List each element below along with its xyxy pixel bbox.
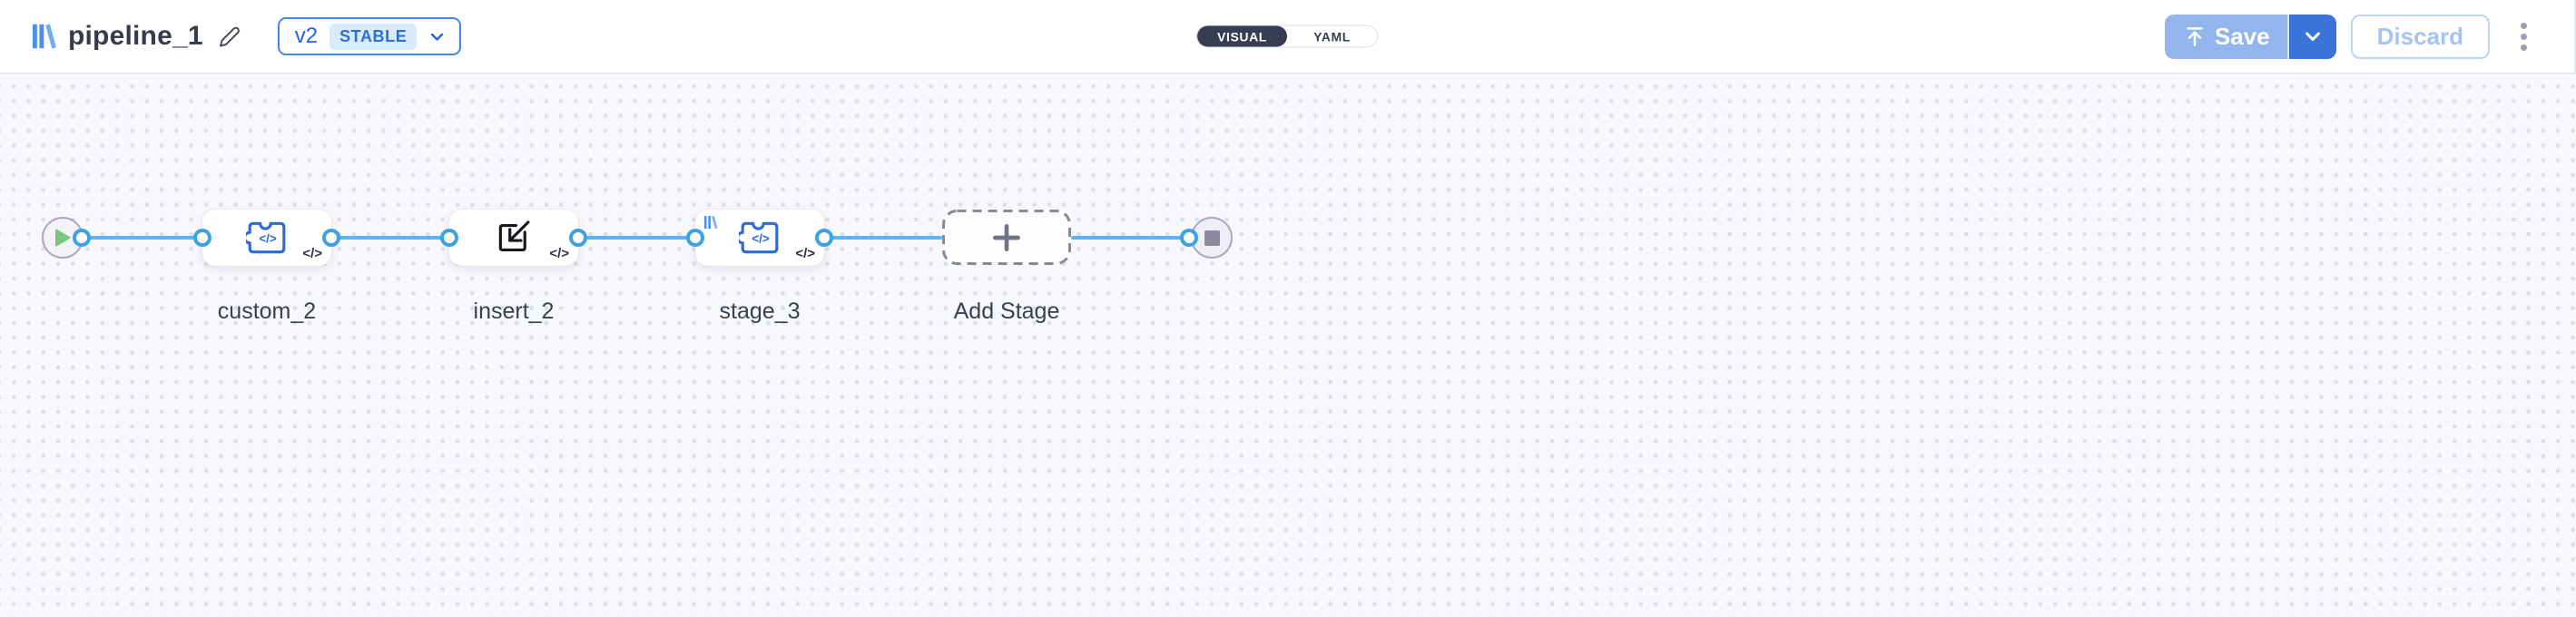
stage-node-stage_3[interactable]: </> </> xyxy=(695,210,824,266)
tab-yaml[interactable]: YAML xyxy=(1287,26,1377,47)
code-glyph: </> xyxy=(752,232,770,246)
kebab-dot xyxy=(2521,44,2527,51)
edit-title-button[interactable] xyxy=(217,24,241,49)
more-options-button[interactable] xyxy=(2517,19,2531,54)
play-icon xyxy=(55,229,71,247)
custom-code-puzzle-icon: </> xyxy=(739,221,779,254)
code-badge: </> xyxy=(302,246,322,261)
edge-stage_3-add-stage xyxy=(824,236,942,240)
library-logo-icon xyxy=(32,24,56,49)
tab-visual[interactable]: VISUAL xyxy=(1197,25,1287,47)
add-stage-button[interactable] xyxy=(942,210,1071,265)
port-stage_3-out[interactable] xyxy=(815,229,833,247)
version-selector[interactable]: v2 STABLE xyxy=(277,17,462,55)
stage-label-insert_2: insert_2 xyxy=(473,299,555,324)
pipeline-canvas[interactable]: </> </> </> </> </> xyxy=(0,74,2576,617)
discard-button[interactable]: Discard xyxy=(2350,14,2490,59)
save-split-button: Save xyxy=(2164,14,2336,59)
stage-node-custom_2[interactable]: </> </> xyxy=(202,210,331,266)
library-icon xyxy=(703,215,718,230)
stage-node-insert_2[interactable]: </> xyxy=(449,210,578,266)
header-actions: Save Discard xyxy=(2164,0,2531,73)
edge-custom_2-insert_2 xyxy=(331,236,449,240)
edge-start-custom_2 xyxy=(82,236,202,240)
kebab-dot xyxy=(2521,33,2527,40)
stage-label-custom_2: custom_2 xyxy=(217,299,317,324)
view-mode-toggle: VISUAL YAML xyxy=(1196,24,1378,48)
code-glyph: </> xyxy=(259,232,277,246)
port-start-out[interactable] xyxy=(73,229,91,247)
dashed-border xyxy=(942,210,1071,265)
version-label: v2 xyxy=(294,24,319,48)
port-stage_3-in[interactable] xyxy=(686,229,704,247)
custom-code-puzzle-icon: </> xyxy=(246,221,286,254)
kebab-dot xyxy=(2521,22,2527,29)
stage-label-add-stage: Add Stage xyxy=(953,299,1060,324)
page-title: pipeline_1 xyxy=(68,21,203,51)
port-custom_2-in[interactable] xyxy=(193,229,211,247)
plus-icon xyxy=(993,223,1020,251)
port-custom_2-out[interactable] xyxy=(322,229,340,247)
stop-icon xyxy=(1204,230,1220,246)
upload-icon xyxy=(2187,27,2203,46)
stage-label-stage_3: stage_3 xyxy=(719,299,801,324)
save-button-label: Save xyxy=(2214,22,2270,50)
code-badge: </> xyxy=(549,246,569,261)
header-left: pipeline_1 v2 STABLE xyxy=(0,17,462,55)
edge-insert_2-stage_3 xyxy=(578,236,695,240)
save-options-button[interactable] xyxy=(2286,14,2336,59)
save-button[interactable]: Save xyxy=(2164,14,2287,59)
port-insert_2-out[interactable] xyxy=(569,229,587,247)
port-end-in[interactable] xyxy=(1180,229,1198,247)
port-insert_2-in[interactable] xyxy=(440,229,458,247)
header: pipeline_1 v2 STABLE VISUAL YAML xyxy=(0,0,2574,74)
chevron-down-icon xyxy=(431,33,444,41)
insert-icon xyxy=(498,220,530,252)
edge-add-stage-end xyxy=(1071,236,1189,240)
version-status-badge: STABLE xyxy=(329,23,418,50)
chevron-down-icon xyxy=(2305,32,2320,41)
pencil-icon xyxy=(219,26,240,46)
code-badge: </> xyxy=(795,246,815,261)
